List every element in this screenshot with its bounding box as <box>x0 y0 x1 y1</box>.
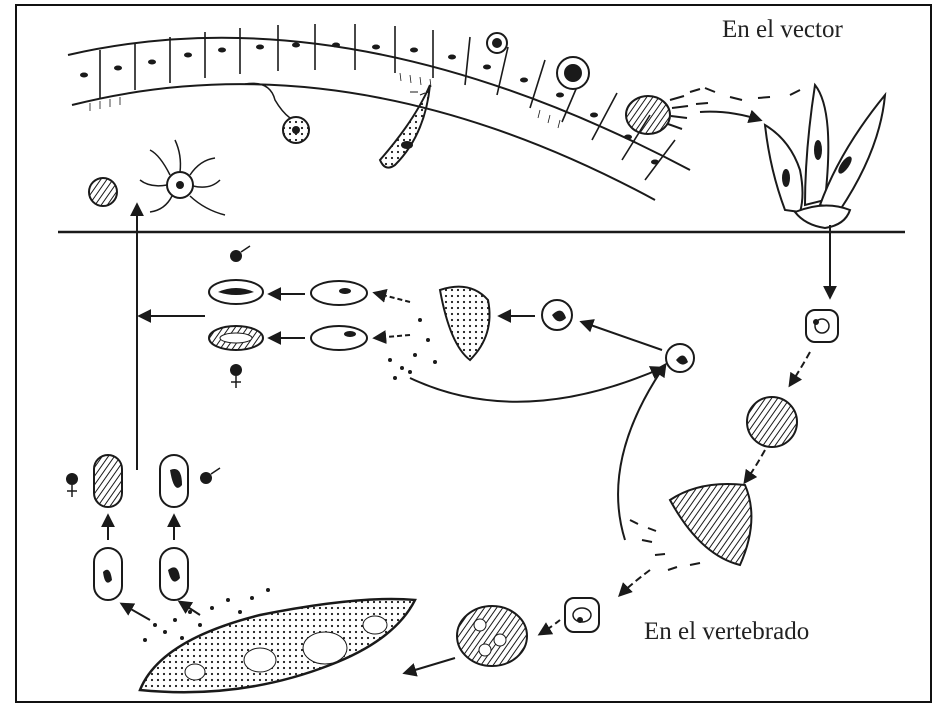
arrow-schizont-to-tissue <box>405 658 455 673</box>
ookinete <box>380 85 430 168</box>
arrow-merozoite-to-rbc-upper <box>375 293 410 302</box>
oocyst-small <box>487 33 507 53</box>
zygote <box>245 83 309 143</box>
salivary-glands <box>765 85 885 228</box>
epithelium-cilia <box>90 73 560 128</box>
microgametocyte-rbc <box>209 280 263 304</box>
exflagellating-microgametocyte <box>140 140 225 215</box>
exoerythrocytic-schizont <box>457 606 527 666</box>
arrow-ring-to-trophozoite <box>582 322 662 350</box>
sporozoite-migration <box>700 88 800 120</box>
macrogametocyte-rbc <box>209 326 263 350</box>
female-symbol-lower <box>66 473 78 497</box>
female-symbol-upper <box>230 364 242 388</box>
young-gametocyte-upper <box>311 281 367 305</box>
arrow-merozoites-to-rbc <box>618 365 665 540</box>
hepatic-schizont-rupture <box>630 484 751 570</box>
arrow-cell-to-schizont <box>540 620 560 634</box>
arrow-schizont-to-rupture <box>745 450 765 482</box>
label-vector: En el vector <box>722 16 843 44</box>
infected-rbc-left <box>94 548 122 600</box>
macrogametocyte-tissue <box>94 455 122 507</box>
trophozoite-rbc <box>542 300 572 330</box>
male-symbol-lower <box>200 468 220 484</box>
arrow-merozoite-to-cell <box>620 570 650 595</box>
microgametocyte-tissue <box>160 455 188 507</box>
ring-stage-rbc <box>666 344 694 372</box>
arrow-merozoite-to-rbc-lower <box>375 335 410 338</box>
infected-rbc-right <box>160 548 188 600</box>
mature-oocyst-releasing <box>626 89 708 134</box>
erythrocytic-schizont-rupture <box>388 287 490 380</box>
liver-cell-infected <box>806 310 838 342</box>
hepatic-schizont <box>747 397 797 447</box>
macrogamete <box>89 178 117 206</box>
midgut-epithelium <box>68 24 690 200</box>
tissue-megaschizont <box>140 599 415 692</box>
label-vertebrate: En el vertebrado <box>644 618 809 646</box>
exoerythrocytic-cell <box>565 598 599 632</box>
arrow-liver-to-schizont <box>790 352 810 385</box>
oocyst-medium <box>557 57 589 89</box>
arrow-merozoites-reinvade <box>410 368 662 402</box>
male-symbol-upper <box>230 246 250 262</box>
arrow-tissue-to-rbc-left <box>122 604 150 620</box>
young-gametocyte-lower <box>311 326 367 350</box>
